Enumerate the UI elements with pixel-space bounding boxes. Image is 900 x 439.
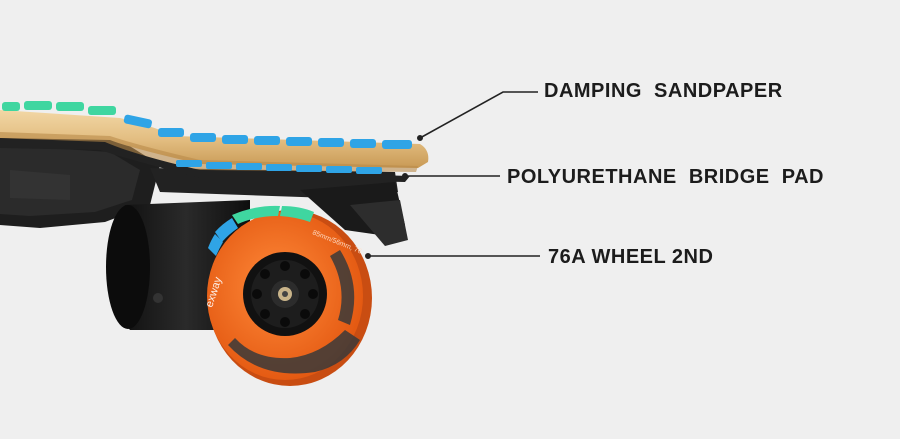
callout-damping-sandpaper: DAMPING SANDPAPER bbox=[544, 80, 783, 102]
leader-damping bbox=[419, 91, 538, 139]
callout-bridge-pad: POLYURETHANE BRIDGE PAD bbox=[507, 166, 824, 188]
polyurethane-bridge-pad bbox=[176, 160, 382, 174]
callout-leaders bbox=[364, 91, 540, 260]
callout-wheel: 76A WHEEL 2ND bbox=[548, 246, 714, 268]
wheel: exway 85mm/56mm, 76 bbox=[203, 205, 372, 386]
damping-sandpaper bbox=[2, 101, 412, 149]
